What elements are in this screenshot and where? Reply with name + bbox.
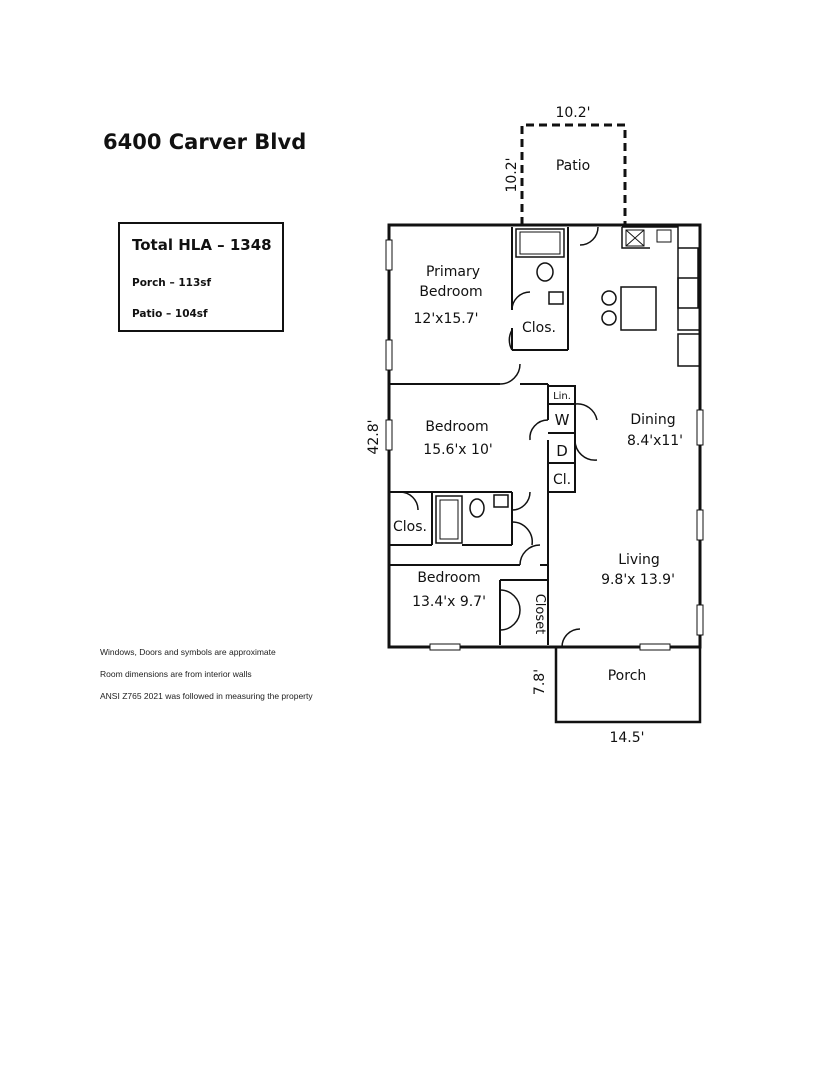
door-hall xyxy=(511,521,533,546)
door-bedroom3 xyxy=(519,544,541,566)
room-label-porch: Porch xyxy=(608,668,647,684)
note-interior-walls: Room dimensions are from interior walls xyxy=(100,669,252,679)
wall-primary-bath xyxy=(511,227,569,351)
dining-chair xyxy=(601,290,617,306)
door-bath2 xyxy=(511,491,531,511)
wall-bedroom3-closet xyxy=(499,579,548,645)
sink-bath2 xyxy=(493,494,509,508)
room-label-dryer: D xyxy=(556,442,568,460)
door-laundry xyxy=(574,439,598,461)
door-front xyxy=(561,628,581,648)
room-dim-primary-bedroom: 12'x15.7' xyxy=(414,311,479,327)
room-label-primary-bedroom: Bedroom xyxy=(419,284,482,300)
room-label-patio: Patio xyxy=(556,158,590,174)
patio-area-label: Patio – 104sf xyxy=(132,308,208,320)
dim-patio-depth: 10.2' xyxy=(504,157,520,192)
door-bedroom3-closet xyxy=(499,589,521,631)
patio-outline xyxy=(520,123,627,225)
note-approximate: Windows, Doors and symbols are approxima… xyxy=(100,647,276,657)
area-summary-box: Total HLA – 1348 Porch – 113sf Patio – 1… xyxy=(118,222,284,332)
dishwasher xyxy=(656,229,672,243)
note-ansi: ANSI Z765 2021 was followed in measuring… xyxy=(100,691,313,701)
room-label-primary-closet: Clos. xyxy=(522,320,556,336)
window-east xyxy=(696,409,704,636)
door-primary-bedroom xyxy=(499,363,521,385)
door-primary-closet xyxy=(508,329,513,351)
room-dim-bedroom2: 15.6'x 10' xyxy=(423,442,492,458)
room-dim-bedroom3: 13.4'x 9.7' xyxy=(412,594,486,610)
room-label-bedroom2: Bedroom xyxy=(425,419,488,435)
page-title: 6400 Carver Blvd xyxy=(103,130,307,154)
window-west xyxy=(385,239,393,451)
sink-primary xyxy=(548,291,564,305)
toilet-primary xyxy=(536,262,554,282)
room-label-bedroom3-closet: Closet xyxy=(532,594,547,635)
dim-porch-depth: 7.8' xyxy=(532,669,548,695)
dim-porch-width: 14.5' xyxy=(609,730,644,746)
room-label-bedroom2-closet: Clos. xyxy=(393,519,427,535)
room-dim-dining: 8.4'x11' xyxy=(627,433,683,449)
dim-patio-width: 10.2' xyxy=(555,105,590,121)
room-label-living: Living xyxy=(618,552,660,568)
room-label-hall-closet: Cl. xyxy=(553,472,571,488)
wall-laundry xyxy=(548,385,576,493)
door-bedroom2-closet xyxy=(399,491,419,511)
door-primary-bath xyxy=(511,291,531,311)
bathtub-bath2 xyxy=(435,495,463,544)
porch-area-label: Porch – 113sf xyxy=(132,277,212,289)
dining-chair xyxy=(601,310,617,326)
dining-table xyxy=(620,286,657,331)
window-south xyxy=(429,643,671,651)
total-hla-label: Total HLA – 1348 xyxy=(132,236,272,254)
wall-bath2 xyxy=(389,491,513,546)
door-patio xyxy=(579,226,599,246)
dim-house-depth: 42.8' xyxy=(366,419,382,454)
door-laundry xyxy=(574,403,598,421)
room-label-washer: W xyxy=(555,411,570,429)
porch-outline xyxy=(554,647,702,724)
room-label-linen: Lin. xyxy=(553,391,571,402)
refrigerator xyxy=(677,333,701,367)
room-label-bedroom3: Bedroom xyxy=(417,570,480,586)
room-label-dining: Dining xyxy=(630,412,675,428)
wall-bedroom3-north xyxy=(389,545,549,645)
stove xyxy=(677,277,699,309)
bathtub-primary xyxy=(515,228,565,258)
room-label-primary: Primary xyxy=(426,264,480,280)
door-bedroom2 xyxy=(529,419,549,441)
toilet-bath2 xyxy=(469,498,485,518)
walls xyxy=(385,123,704,724)
room-dim-living: 9.8'x 13.9' xyxy=(601,572,675,588)
kitchen-sink xyxy=(625,229,645,247)
